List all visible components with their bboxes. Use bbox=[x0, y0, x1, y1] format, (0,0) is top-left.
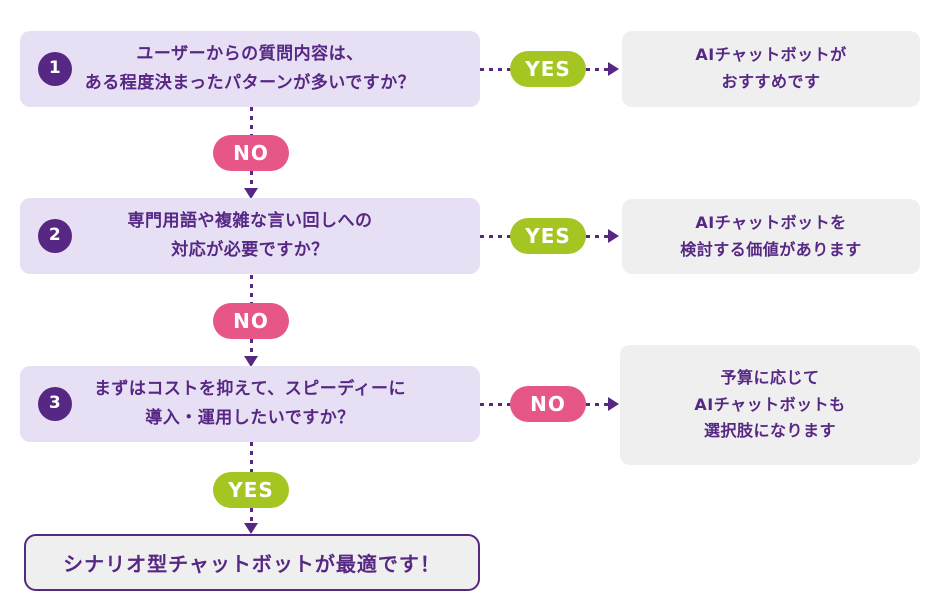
arrow-down-icon-q3 bbox=[244, 523, 258, 534]
final-conclusion-box: シナリオ型チャットボットが最適です！ bbox=[24, 534, 480, 591]
no-badge-q3: NO bbox=[510, 386, 586, 422]
yes-badge-q3: YES bbox=[213, 472, 289, 508]
result-3-line-2: AIチャットボットも bbox=[694, 394, 846, 414]
connector-q1-no-bottom bbox=[250, 171, 253, 188]
arrow-down-icon-q1 bbox=[244, 188, 258, 199]
result-box-1: AIチャットボットが おすすめです bbox=[622, 31, 920, 107]
result-1-line-1: AIチャットボットが bbox=[695, 45, 847, 65]
yes-badge-q2: YES bbox=[510, 218, 586, 254]
connector-q2-yes-left bbox=[480, 235, 512, 238]
connector-q3-no-left bbox=[480, 403, 512, 406]
question-number-badge-2: 2 bbox=[38, 219, 72, 253]
result-box-3: 予算に応じて AIチャットボットも 選択肢になります bbox=[620, 345, 920, 465]
arrow-down-icon-q2 bbox=[244, 356, 258, 367]
connector-q2-no-top bbox=[250, 275, 253, 303]
result-3-line-3: 選択肢になります bbox=[703, 421, 836, 441]
connector-q2-no-bottom bbox=[250, 339, 253, 356]
question-2-line-2: 対応が必要ですか？ bbox=[171, 240, 329, 260]
no-badge-q1: NO bbox=[213, 135, 289, 171]
result-box-2: AIチャットボットを 検討する価値があります bbox=[622, 199, 920, 274]
question-number-badge-1: 1 bbox=[38, 52, 72, 86]
question-3-line-2: 導入・運用したいですか？ bbox=[145, 408, 355, 428]
result-3-line-1: 予算に応じて bbox=[720, 367, 820, 387]
question-1-line-2: ある程度決まったパターンが多いですか？ bbox=[84, 73, 416, 93]
question-box-1: 1 ユーザーからの質問内容は、 ある程度決まったパターンが多いですか？ bbox=[20, 31, 480, 107]
result-1-line-2: おすすめです bbox=[721, 72, 821, 91]
yes-badge-q1: YES bbox=[510, 51, 586, 87]
connector-q2-yes-right bbox=[586, 235, 608, 238]
connector-q3-yes-top bbox=[250, 442, 253, 472]
connector-q3-no-right bbox=[586, 403, 608, 406]
question-2-line-1: 専門用語や複雑な言い回しへの bbox=[127, 210, 373, 231]
question-number-badge-3: 3 bbox=[38, 387, 72, 421]
no-badge-q2: NO bbox=[213, 303, 289, 339]
connector-q1-yes-left bbox=[480, 68, 512, 71]
arrow-right-icon-q2 bbox=[608, 229, 619, 243]
result-2-line-2: 検討する価値があります bbox=[680, 239, 862, 259]
result-2-line-1: AIチャットボットを bbox=[695, 212, 847, 232]
connector-q1-no-top bbox=[250, 107, 253, 135]
question-1-line-1: ユーザーからの質問内容は、 bbox=[136, 43, 364, 64]
arrow-right-icon-q1 bbox=[608, 62, 619, 76]
question-box-2: 2 専門用語や複雑な言い回しへの 対応が必要ですか？ bbox=[20, 198, 480, 274]
question-3-line-1: まずはコストを抑えて、スピーディーに bbox=[93, 378, 407, 399]
question-box-3: 3 まずはコストを抑えて、スピーディーに 導入・運用したいですか？ bbox=[20, 366, 480, 442]
connector-q3-yes-bottom bbox=[250, 508, 253, 523]
connector-q1-yes-right bbox=[586, 68, 608, 71]
arrow-right-icon-q3 bbox=[608, 397, 619, 411]
